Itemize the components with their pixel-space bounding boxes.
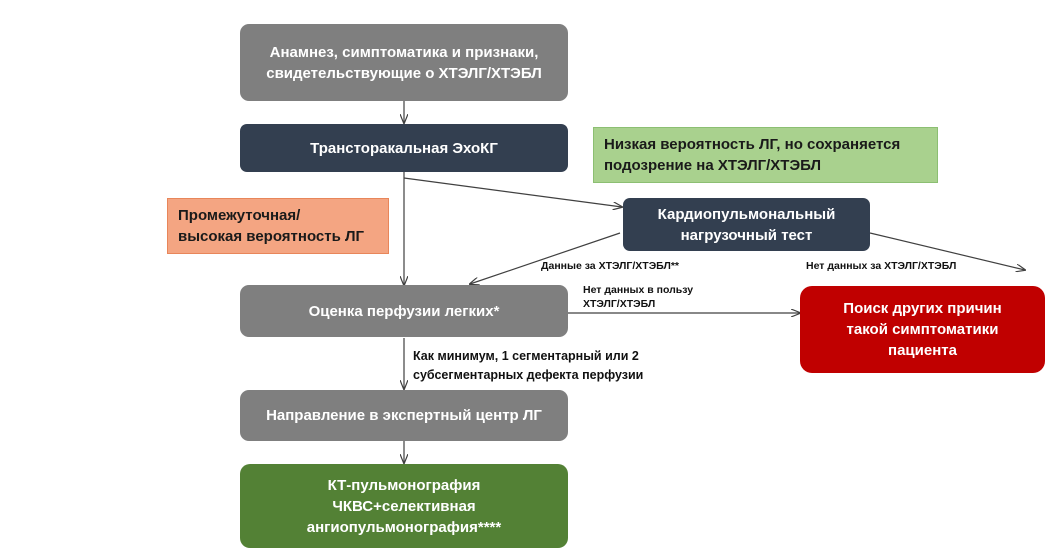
ct-box: КТ-пульмонография ЧКВС+селективная ангио… <box>240 464 568 548</box>
arrow-cpet-to-right <box>869 232 1025 270</box>
arrow-cpet-to-perfusion <box>470 232 621 284</box>
cpet-box: Кардиопульмональный нагрузочный тест <box>623 198 870 251</box>
intermediate-probability-note: Промежуточная/ высокая вероятность ЛГ <box>167 198 389 254</box>
label-min-defect: Как минимум, 1 сегментарный или 2 субсег… <box>413 349 644 382</box>
perfusion-box: Оценка перфузии легких* <box>240 285 568 337</box>
low-probability-note: Низкая вероятность ЛГ, но сохраняется по… <box>593 127 938 183</box>
other-causes-box: Поиск других причин такой симптоматики п… <box>800 286 1045 373</box>
label-data-for: Данные за ХТЭЛГ/ХТЭБЛ** <box>541 260 680 272</box>
echo-box: Трансторакальная ЭхоКГ <box>240 124 568 172</box>
arrow-echo-to-cpet <box>403 177 622 207</box>
referral-box: Направление в экспертный центр ЛГ <box>240 390 568 441</box>
anamnesis-box: Анамнез, симптоматика и признаки, свидет… <box>240 24 568 101</box>
label-no-data-favor: Нет данных в пользу ХТЭЛГ/ХТЭБЛ <box>583 284 694 310</box>
label-no-data-for: Нет данных за ХТЭЛГ/ХТЭБЛ <box>806 260 957 272</box>
